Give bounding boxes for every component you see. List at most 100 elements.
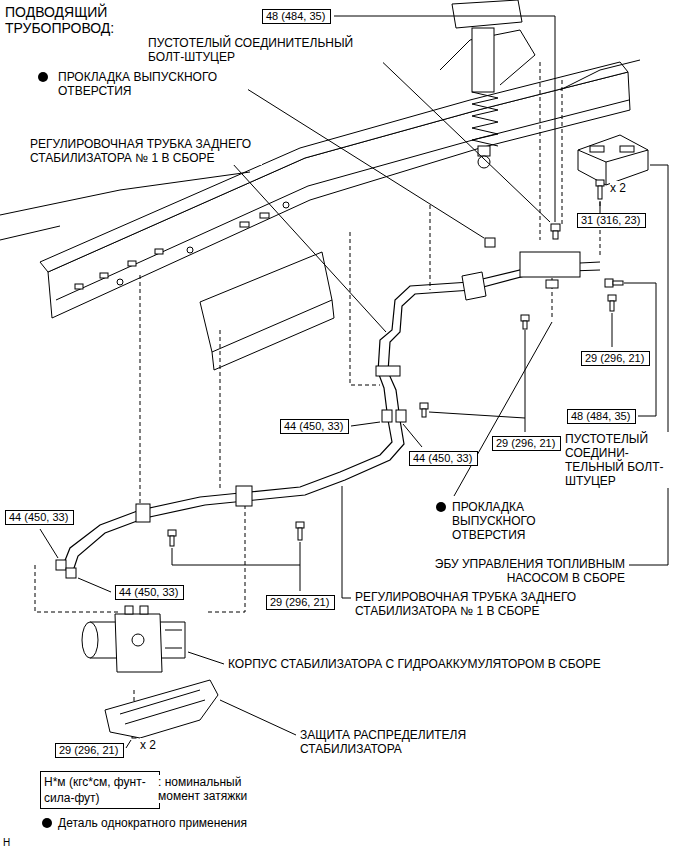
frame-rail-part [0,172,250,215]
leader-lines-part [78,578,111,592]
leader-lines-part [222,152,386,332]
quantity-note: x 2 [140,738,156,752]
single-use-part-marks [38,72,446,828]
part-name: РЕГУЛИРОВОЧНАЯ ТРУБКА ЗАДНЕГО СТАБИЛИЗАТ… [355,590,595,618]
part-name: ЭБУ УПРАВЛЕНИЯ ТОПЛИВНЫМ НАСОСОМ В СБОРЕ [395,557,625,585]
torque-spec-box: 29 (296, 21) [55,743,124,758]
frame-rail-part [212,300,334,370]
leader-lines-part [126,740,131,748]
page-mark: H [3,836,10,850]
tube-clamps-and-fittings-part [546,280,558,288]
frame-rail-part [40,62,628,272]
frame-rail-part [187,247,193,253]
shock-absorber-part [472,28,494,92]
leader-lines-part [600,201,601,209]
stabilizer-housing-part [125,606,133,614]
torque-value: 29 (296, 21) [59,744,120,757]
bolts-part [170,536,174,546]
fuel-pump-ecu-part [620,146,634,152]
leader-lines-part [429,412,525,418]
torque-value: 29 (296, 21) [270,596,331,609]
part-name: РЕГУЛИРОВОЧНАЯ ТРУБКА ЗАДНЕГО СТАБИЛИЗАТ… [30,137,262,165]
frame-rail-part [128,261,136,266]
distributor-protector-part [105,680,218,738]
frame-rail-part [283,202,289,208]
part-name: ПРОКЛАДКА ВЫПУСКНОГО ОТВЕРСТИЯ [452,500,552,542]
leader-lines-part [454,322,552,496]
part-name: ПУСТОТЕЛЫЙ СОЕДИНИТЕЛЬНЫЙ БОЛТ-ШТУЦЕР [148,36,383,64]
torque-spec-box: 29 (296, 21) [492,436,561,451]
stabilizer-housing-part [140,606,148,614]
tube-clamps-and-fittings-part [136,504,150,522]
shock-absorber-part [452,0,522,28]
part-name: ЗАЩИТА РАСПРЕДЕЛИТЕЛЯ СТАБИЛИЗАТОРА [300,728,500,756]
dashed-guide-lines-part [35,565,120,612]
single-use-part-marks-part [38,72,48,82]
distributor-protector [105,680,218,738]
torque-spec-box: 29 (296, 21) [266,595,335,610]
bolts-part [422,409,426,417]
fuel-pump-ecu-part [590,146,604,152]
stabilizer-housing-part [82,622,98,658]
dashed-guide-lines-part [140,275,141,508]
torque-spec-box: 29 (296, 21) [581,351,650,366]
tube-clamps-and-fittings-part [396,410,406,422]
frame-rail-part [240,222,249,227]
frame-rail-part [560,60,640,90]
torque-value: 48 (484, 35) [266,10,327,23]
tube-clamps-and-fittings [56,252,580,578]
part-name: ПУСТОТЕЛЫЙ СОЕДИНИ- ТЕЛЬНЫЙ БОЛТ-ШТУЦЕР [565,432,675,488]
leader-lines-part [372,52,550,222]
single-use-part-marks-part [42,818,52,828]
dashed-guide-lines-part [205,505,245,612]
bolts-part [613,281,623,285]
bolts-part [296,522,304,528]
unit-text: Н*м (кгс*см, фунт-сила-фут) [44,774,156,806]
bolts-part [298,528,302,540]
tube-clamps-and-fittings-part [520,252,580,277]
leader-lines-part [351,422,380,426]
bolts-part [551,224,560,231]
shock-absorber-part [478,156,490,168]
bolts-part [168,530,176,536]
frame-rail-part [56,100,629,300]
torque-spec-box: 48 (484, 35) [262,9,331,24]
bolts-part [523,321,527,329]
bolts-part [485,238,495,247]
shock-absorber-part [472,92,498,146]
leader-lines-part [172,548,300,565]
stabilizer-housing-part [132,634,144,646]
bolts-part [420,403,428,409]
torque-value: 29 (296, 21) [585,352,646,365]
bolts-part [608,295,616,301]
bolts-part [605,279,613,287]
fuel-pump-ecu [578,135,648,185]
torque-spec-box: 44 (450, 33) [115,585,184,600]
tube-clamps-and-fittings-part [56,560,66,570]
leader-lines-part [300,542,301,591]
bolts [130,180,623,738]
fuel-pump-ecu-part [578,135,648,185]
bolts-part [598,186,602,199]
frame-rail-part [0,226,60,240]
tube-clamps-and-fittings-part [66,568,76,578]
fuel-pump-ecu-part [578,150,648,185]
torque-value: 44 (450, 33) [9,511,70,524]
legend-text: Деталь однократного применения [58,816,247,830]
single-use-part-marks-part [436,502,446,512]
distributor-protector-part [120,690,205,724]
regulating-tube-part [62,262,600,568]
bolts-part [553,231,558,239]
stabilizer-housing [82,606,185,672]
leader-lines-part [188,652,224,664]
torque-unit-legend-box: Н*м (кгс*см, фунт-сила-фут) [40,771,160,809]
torque-value: 31 (316, 23) [581,214,642,227]
dashed-guide-lines-part [430,205,431,290]
leader-lines-part [612,313,613,347]
leader-lines [40,16,668,748]
quantity-note: x 2 [610,181,626,195]
part-name: ПРОКЛАДКА ВЫПУСКНОГО ОТВЕРСТИЯ [58,70,248,98]
stabilizer-housing-part [165,630,182,648]
leader-lines-part [40,529,58,558]
